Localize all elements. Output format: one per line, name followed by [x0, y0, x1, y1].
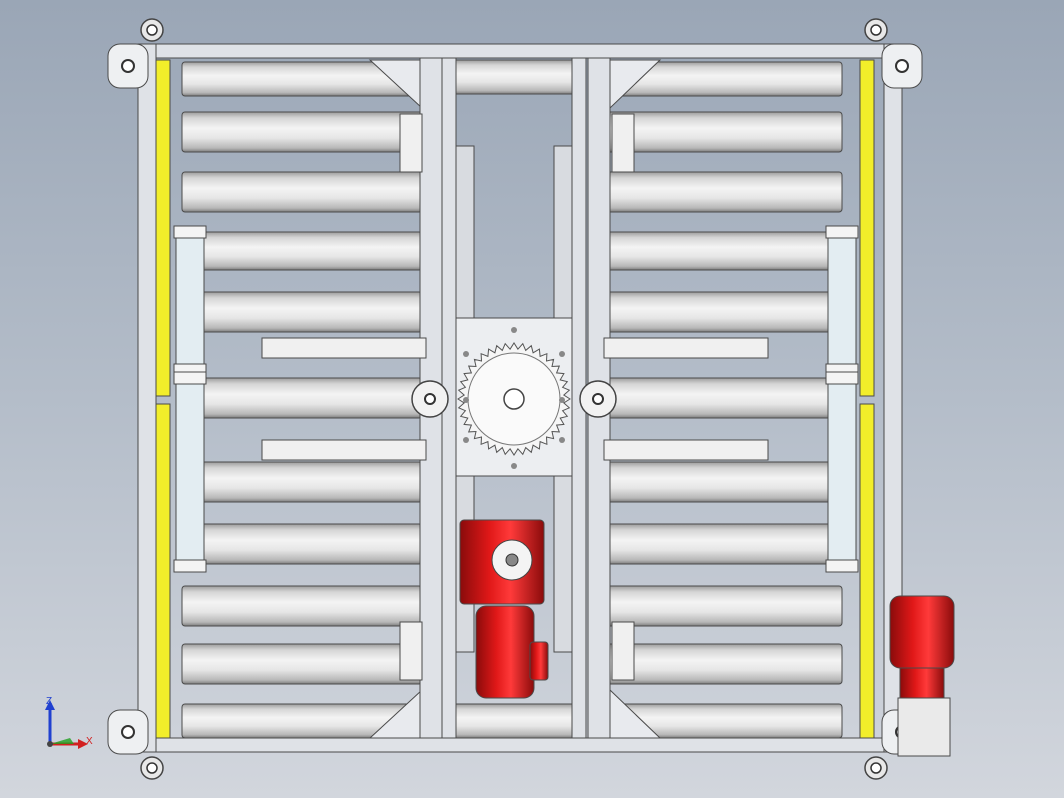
cylinder-cap: [825, 371, 859, 385]
roller-right: [605, 643, 843, 685]
bolt-hole: [463, 351, 469, 357]
roller-right: [605, 231, 843, 271]
arm-left-lower: [261, 439, 427, 461]
arm-right-lower: [603, 439, 769, 461]
roller-left: [181, 585, 423, 627]
wheel-hub: [424, 393, 436, 405]
left-upper-guard: [155, 59, 171, 397]
cylinder-cap: [173, 559, 207, 573]
roller-left: [181, 231, 423, 271]
roller-right: [605, 171, 843, 213]
gearbox-shaft: [505, 553, 519, 567]
motor-body: [475, 605, 535, 699]
bolt-hole: [559, 437, 565, 443]
cylinder-cap: [825, 559, 859, 573]
roller-right: [605, 111, 843, 153]
roller-left: [181, 523, 423, 565]
cylinder-cap: [173, 371, 207, 385]
roller-left: [181, 461, 423, 503]
corner-wheel-hub: [121, 59, 135, 73]
top-frame-rail: [139, 43, 901, 59]
bolt-hole: [463, 397, 469, 403]
roller-right: [605, 291, 843, 333]
coordinate-triad: Z X: [36, 694, 100, 754]
motor-bracket-right: [897, 697, 951, 757]
leveling-foot-hub: [146, 762, 158, 774]
bolt-hole: [559, 351, 565, 357]
clamp-bracket: [399, 621, 423, 681]
axis-z-label: Z: [46, 696, 53, 707]
pneumatic-cylinder-icon: [827, 225, 857, 377]
gearmotor-icon: [459, 519, 549, 699]
leveling-foot-hub: [870, 24, 882, 36]
drive-motor-icon: [889, 595, 955, 757]
clamp-bracket: [399, 113, 423, 173]
roller-left: [181, 377, 423, 419]
clamp-bracket: [611, 621, 635, 681]
wheel-hub: [592, 393, 604, 405]
arm-left-upper: [261, 337, 427, 359]
left-frame-rail: [137, 43, 157, 753]
motor-body-right: [889, 595, 955, 669]
roller-right: [605, 377, 843, 419]
corner-wheel-hub: [121, 725, 135, 739]
motor-flange-right: [899, 667, 945, 699]
roller-left: [181, 291, 423, 333]
bolt-hole: [463, 437, 469, 443]
axis-x-label: X: [86, 736, 93, 747]
sprocket-icon: [457, 327, 571, 469]
roller-right: [605, 523, 843, 565]
sprocket-bore: [503, 388, 525, 410]
arm-right-upper: [603, 337, 769, 359]
axis-arrows-icon: [45, 700, 88, 749]
terminal-box: [529, 641, 549, 681]
bottom-frame-rail: [139, 737, 901, 753]
roller-left: [181, 171, 423, 213]
corner-wheel-hub: [895, 59, 909, 73]
right-upper-guard: [859, 59, 875, 397]
pneumatic-cylinder-icon: [175, 225, 205, 377]
left-lower-guard: [155, 403, 171, 739]
pneumatic-cylinder-icon: [827, 371, 857, 573]
bolt-hole: [511, 463, 517, 469]
clamp-bracket: [611, 113, 635, 173]
bolt-hole: [511, 327, 517, 333]
roller-left: [181, 111, 423, 153]
leveling-foot-hub: [146, 24, 158, 36]
cylinder-cap: [825, 225, 859, 239]
roller-left: [181, 643, 423, 685]
roller-center-top: [455, 59, 573, 95]
roller-right: [605, 585, 843, 627]
roller-right: [605, 461, 843, 503]
roller-center-bottom: [455, 703, 573, 739]
bolt-hole: [559, 397, 565, 403]
leveling-foot-hub: [870, 762, 882, 774]
pneumatic-cylinder-icon: [175, 371, 205, 573]
right-lower-guard: [859, 403, 875, 739]
cylinder-cap: [173, 225, 207, 239]
